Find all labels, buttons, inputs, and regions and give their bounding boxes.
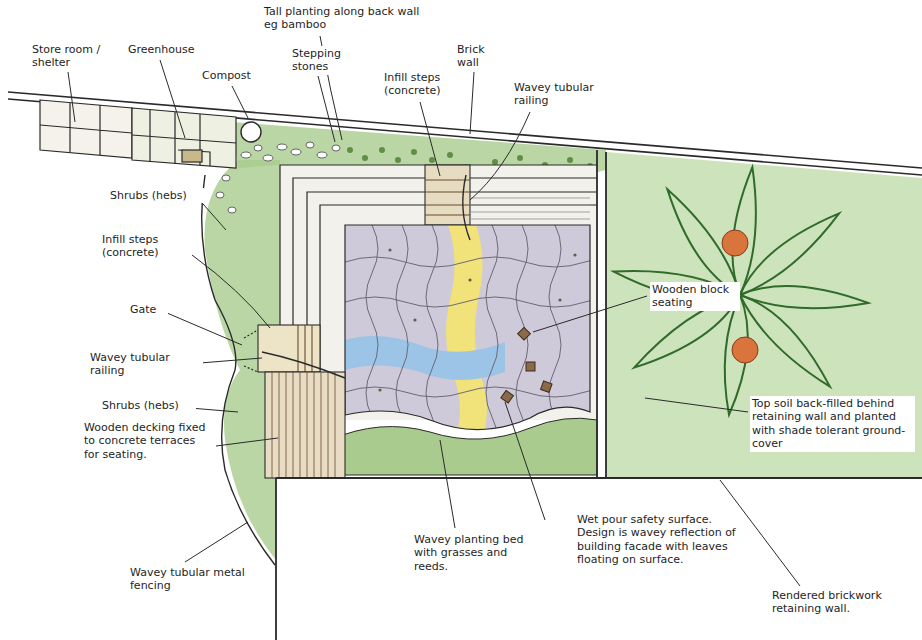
retaining-wall — [276, 150, 922, 640]
annotation-label: Wavey planting bed with grasses and reed… — [412, 532, 534, 574]
annotation-label: Stepping stones — [290, 46, 354, 75]
annotation-label: Wooden decking fixed to concrete terrace… — [82, 420, 214, 462]
metal-fence — [202, 175, 275, 565]
annotation-label: Tall planting along back wall eg bamboo — [262, 4, 422, 33]
annotation-label: Brick wall — [455, 42, 505, 71]
annotation-label: Shrubs (hebs) — [100, 398, 196, 413]
wooden-blocks — [501, 327, 552, 403]
leader-lines — [68, 36, 800, 586]
brick-wall — [8, 92, 922, 175]
annotation-label: Shrubs (hebs) — [108, 188, 204, 203]
annotation-label: Gate — [128, 302, 168, 317]
annotation-label: Compost — [200, 68, 262, 83]
annotation-label: Wooden block seating — [650, 282, 740, 311]
annotation-label: Infill steps (concrete) — [100, 232, 192, 261]
tree-canopy — [612, 166, 869, 416]
infill-steps — [425, 165, 590, 225]
annotation-label: Top soil back-filled behind retaining wa… — [750, 396, 915, 452]
decking — [265, 372, 345, 478]
decking-boards — [272, 372, 335, 478]
greenhouse — [132, 108, 236, 168]
compost-bin — [241, 122, 261, 142]
planting-bed — [330, 418, 597, 475]
annotation-label: Store room / shelter — [30, 42, 112, 71]
ground-cover-area — [606, 152, 922, 478]
annotation-label: Wavey tubular metal fencing — [128, 565, 250, 594]
railing — [262, 352, 345, 378]
annotation-label: Wavey tubular railing — [88, 350, 203, 379]
annotation-label: Greenhouse — [126, 42, 210, 57]
annotation-label: Rendered brickwork retaining wall. — [770, 588, 892, 617]
annotation-label: Wet pour safety surface. Design is wavey… — [575, 512, 740, 568]
annotation-label: Wavey tubular railing — [512, 80, 604, 109]
tree-trunk — [732, 337, 758, 363]
play-outline — [345, 225, 590, 430]
railing — [463, 175, 470, 240]
store-room — [40, 100, 132, 158]
tree-trunk — [722, 230, 748, 256]
annotation-label: Infill steps (concrete) — [382, 70, 466, 99]
gate — [244, 330, 258, 372]
